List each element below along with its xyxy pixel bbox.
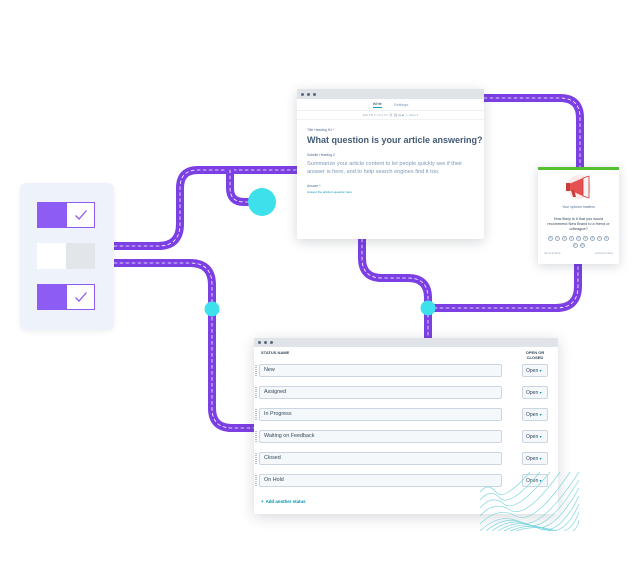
window-titlebar: [254, 338, 558, 347]
add-status-label: Add another status: [265, 499, 306, 504]
decorative-hatch: [480, 472, 579, 531]
window-dot-icon: [264, 341, 267, 344]
editor-body: Title Heading H1 * What question is your…: [297, 120, 484, 202]
toggle-unchecked[interactable]: [37, 243, 95, 269]
tab-settings[interactable]: Settings: [393, 102, 409, 107]
article-editor-window: Write Settings Edit ▾ B I U S ≡ ≡ ≡ ⛓ 🖼 …: [297, 89, 484, 239]
article-summary[interactable]: Summarize your article content to let pe…: [307, 161, 463, 175]
checkmark-icon: [74, 210, 87, 220]
survey-question: How likely is it that you would recommen…: [547, 217, 610, 231]
status-state-select[interactable]: Open ▾: [522, 408, 548, 421]
toggle-checked-1[interactable]: [37, 202, 95, 228]
rating-option[interactable]: 10: [579, 243, 585, 248]
caret-down-icon: ▾: [539, 434, 542, 439]
status-state-select[interactable]: Open ▾: [522, 430, 548, 443]
rating-option[interactable]: 8: [604, 236, 609, 241]
drag-handle-icon[interactable]: [255, 475, 257, 486]
status-row: Closed Open ▾: [254, 452, 558, 465]
status-row: In Progress Open ▾: [254, 408, 558, 421]
scale-low-label: Not at all likely: [544, 252, 561, 255]
rating-option[interactable]: 7: [597, 236, 602, 241]
add-status-button[interactable]: +Add another status: [261, 499, 306, 504]
feedback-survey-card: Your opinion matters How likely is it th…: [538, 167, 619, 264]
caret-down-icon: ▾: [539, 456, 542, 461]
caret-down-icon: ▾: [539, 412, 542, 417]
ticket-status-window: STATUS NAME OPEN OR CLOSED New Open ▾ As…: [254, 338, 558, 514]
rating-scale: 0 1 2 3 4 5 6 7 8 9 10: [538, 236, 619, 248]
checkmark-icon: [74, 292, 87, 302]
status-row: Assigned Open ▾: [254, 386, 558, 399]
toggle-checked-2[interactable]: [37, 284, 95, 310]
subtitle-label: Subtitle Heading 2: [307, 153, 335, 157]
status-state-select[interactable]: Open ▾: [522, 452, 548, 465]
caret-down-icon: ▾: [539, 368, 542, 373]
rating-option[interactable]: 2: [562, 236, 567, 241]
node-left: [204, 301, 220, 317]
status-name-input[interactable]: Assigned: [259, 386, 502, 399]
caret-down-icon: ▾: [539, 478, 542, 483]
node-right: [420, 300, 436, 316]
scale-high-label: Extremely likely: [594, 252, 613, 255]
path-status-to-survey: [424, 260, 582, 312]
checkbox-card: [20, 183, 114, 330]
article-question[interactable]: What question is your article answering?: [307, 135, 483, 145]
answer-label: Answer *: [307, 184, 321, 188]
rating-option[interactable]: 4: [576, 236, 581, 241]
window-dot-icon: [301, 92, 304, 96]
tab-write[interactable]: Write: [372, 101, 382, 108]
answer-hint[interactable]: Answer the article's question here: [307, 190, 352, 194]
drag-handle-icon[interactable]: [255, 453, 257, 464]
title-label: Title Heading H1 *: [307, 128, 335, 132]
status-row: New Open ▾: [254, 364, 558, 377]
rating-option[interactable]: 1: [555, 236, 560, 241]
drag-handle-icon[interactable]: [255, 431, 257, 442]
rating-option[interactable]: 6: [590, 236, 595, 241]
status-name-input[interactable]: New: [259, 364, 502, 377]
column-status-name: STATUS NAME: [261, 350, 290, 355]
drag-handle-icon[interactable]: [255, 409, 257, 420]
window-dot-icon: [313, 92, 316, 96]
status-table-header: STATUS NAME OPEN OR CLOSED: [254, 347, 558, 365]
rating-option[interactable]: 9: [572, 243, 578, 248]
status-state-select[interactable]: Open ▾: [522, 386, 548, 399]
editor-toolbar[interactable]: Edit ▾ B I U S ≡ ≡ ≡ ⛓ 🖼 ▤ ▶ ☺ More ▾: [297, 111, 484, 120]
caret-down-icon: ▾: [539, 390, 542, 395]
survey-title: Your opinion matters: [562, 205, 595, 209]
drag-handle-icon[interactable]: [255, 365, 257, 376]
path-card-to-status: [110, 259, 258, 432]
status-name-input[interactable]: In Progress: [259, 408, 502, 421]
status-name-input[interactable]: Waiting on Feedback: [259, 430, 502, 443]
path-editor-to-status: [358, 235, 432, 342]
scale-labels: Not at all likely Extremely likely: [538, 248, 619, 255]
node-large: [248, 188, 276, 216]
rating-option[interactable]: 0: [548, 236, 553, 241]
status-name-input[interactable]: On Hold: [259, 474, 502, 487]
rating-option[interactable]: 5: [583, 236, 588, 241]
window-dot-icon: [270, 341, 273, 344]
editor-tabs: Write Settings: [297, 99, 484, 111]
path-editor-to-survey: [480, 94, 584, 172]
status-state-select[interactable]: Open ▾: [522, 364, 548, 377]
plus-icon: +: [261, 499, 264, 504]
drag-handle-icon[interactable]: [255, 387, 257, 398]
window-titlebar: [297, 89, 484, 99]
status-row: Waiting on Feedback Open ▾: [254, 430, 558, 443]
window-dot-icon: [258, 341, 261, 344]
megaphone-icon: [565, 175, 591, 199]
window-dot-icon: [307, 92, 310, 96]
column-open-closed: OPEN OR CLOSED: [525, 350, 545, 360]
status-name-input[interactable]: Closed: [259, 452, 502, 465]
rating-option[interactable]: 3: [569, 236, 574, 241]
